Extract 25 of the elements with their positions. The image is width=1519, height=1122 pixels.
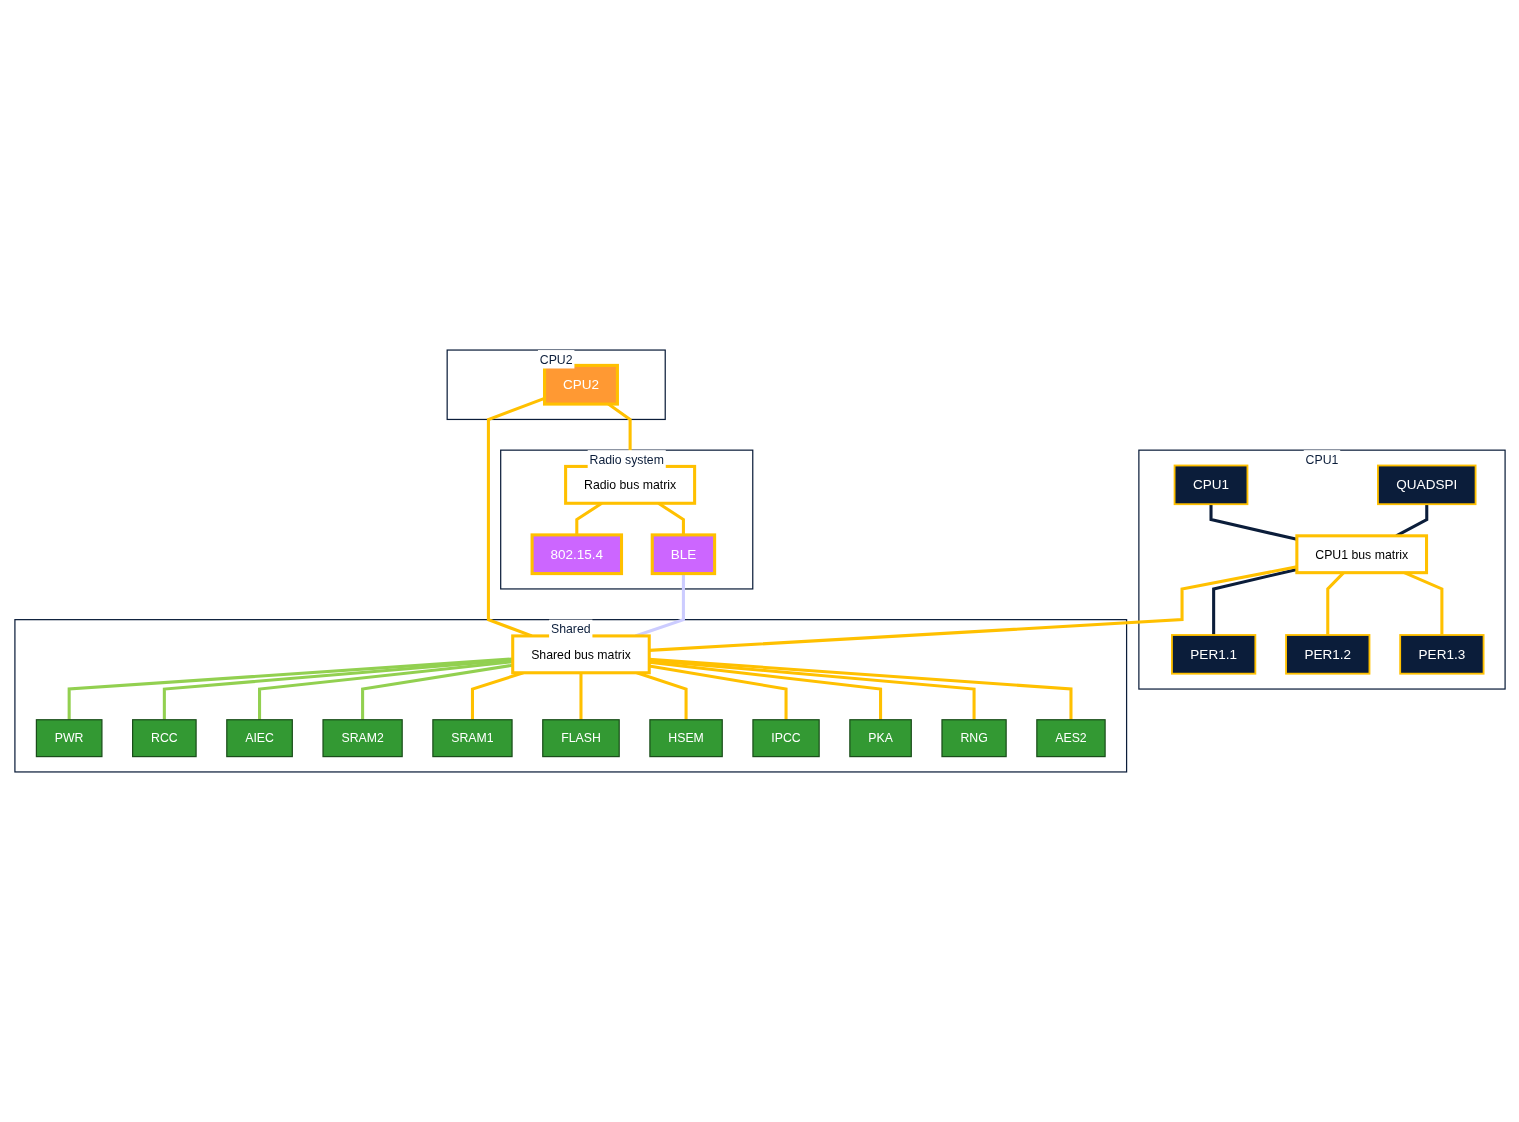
node-box: PKA [848, 719, 912, 758]
connector [1211, 567, 1297, 635]
node-box: PWR [35, 719, 103, 758]
node-box: PER1.1 [1170, 634, 1256, 675]
node-box: AIEC [225, 719, 293, 758]
node-box: PER1.2 [1284, 634, 1370, 675]
node-box: 802.15.4 [530, 533, 623, 576]
connector [578, 672, 582, 720]
node-box: SRAM1 [431, 719, 513, 758]
node-box: BLE [650, 533, 716, 576]
node-box: FLASH [541, 719, 620, 758]
node-box: AES2 [1035, 719, 1106, 758]
node-box: SRAM2 [321, 719, 403, 758]
node-box: IPCC [751, 719, 820, 758]
node-box: RCC [131, 719, 197, 758]
connector [635, 671, 688, 720]
node-box: QUADSPI [1376, 464, 1476, 506]
node-box: HSEM [648, 719, 723, 758]
node-box: Shared bus matrix [510, 634, 651, 675]
connector [470, 671, 524, 720]
node-box: RNG [940, 719, 1007, 758]
node-box: CPU1 [1173, 464, 1248, 506]
node-box: CPU2 [542, 363, 619, 406]
node-box: PER1.3 [1398, 634, 1484, 675]
node-box: CPU1 bus matrix [1294, 534, 1428, 575]
